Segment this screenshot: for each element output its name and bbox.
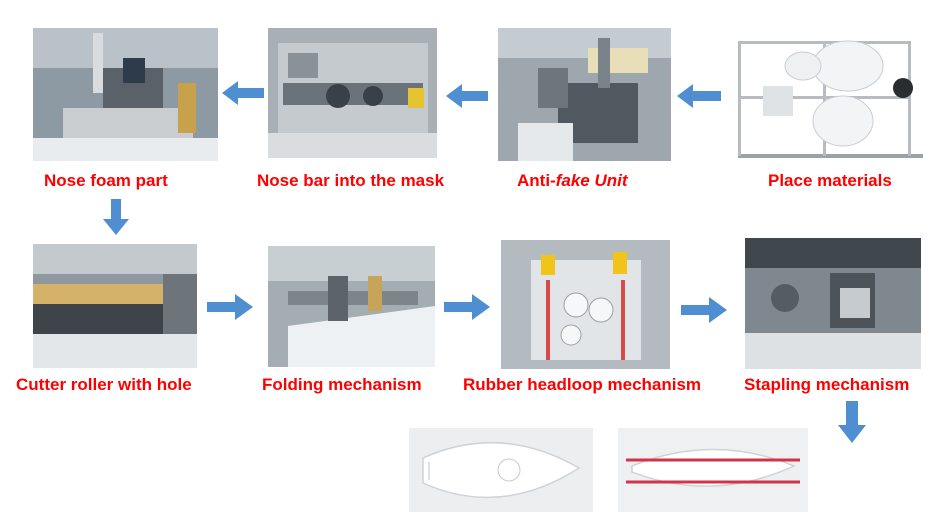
- finished-mask-back-photo: [618, 428, 808, 512]
- right-arrow-icon: [681, 297, 727, 323]
- left-arrow-icon: [677, 84, 721, 108]
- down-arrow-icon: [838, 401, 866, 443]
- rubber-headloop-photo: [501, 240, 670, 369]
- left-arrow-icon: [222, 81, 264, 105]
- right-arrow-icon: [207, 294, 253, 320]
- nose-bar-photo: [268, 28, 437, 158]
- down-arrow-icon: [103, 199, 129, 235]
- caption-anti-fake-italic: fake Unit: [555, 171, 628, 190]
- caption-folding: Folding mechanism: [262, 375, 422, 394]
- caption-cutter-roller: Cutter roller with hole: [16, 375, 192, 394]
- anti-fake-unit-photo: [498, 28, 671, 161]
- stapling-photo: [745, 238, 921, 369]
- place-materials-photo: [723, 26, 930, 169]
- cutter-roller-photo: [33, 244, 197, 368]
- caption-nose-foam: Nose foam part: [44, 171, 168, 190]
- caption-nose-bar: Nose bar into the mask: [257, 171, 445, 190]
- finished-mask-front-photo: [409, 428, 593, 512]
- caption-anti-fake-prefix: Anti-: [517, 171, 556, 190]
- right-arrow-icon: [444, 294, 490, 320]
- caption-anti-fake: Anti-fake Unit: [517, 171, 628, 191]
- caption-rubber-headloop: Rubber headloop mechanism: [463, 375, 702, 394]
- left-arrow-icon: [446, 84, 488, 108]
- folding-photo: [268, 246, 435, 367]
- caption-stapling: Stapling mechanism: [744, 375, 910, 394]
- caption-place-materials: Place materials: [768, 171, 892, 190]
- nose-foam-photo: [33, 28, 218, 161]
